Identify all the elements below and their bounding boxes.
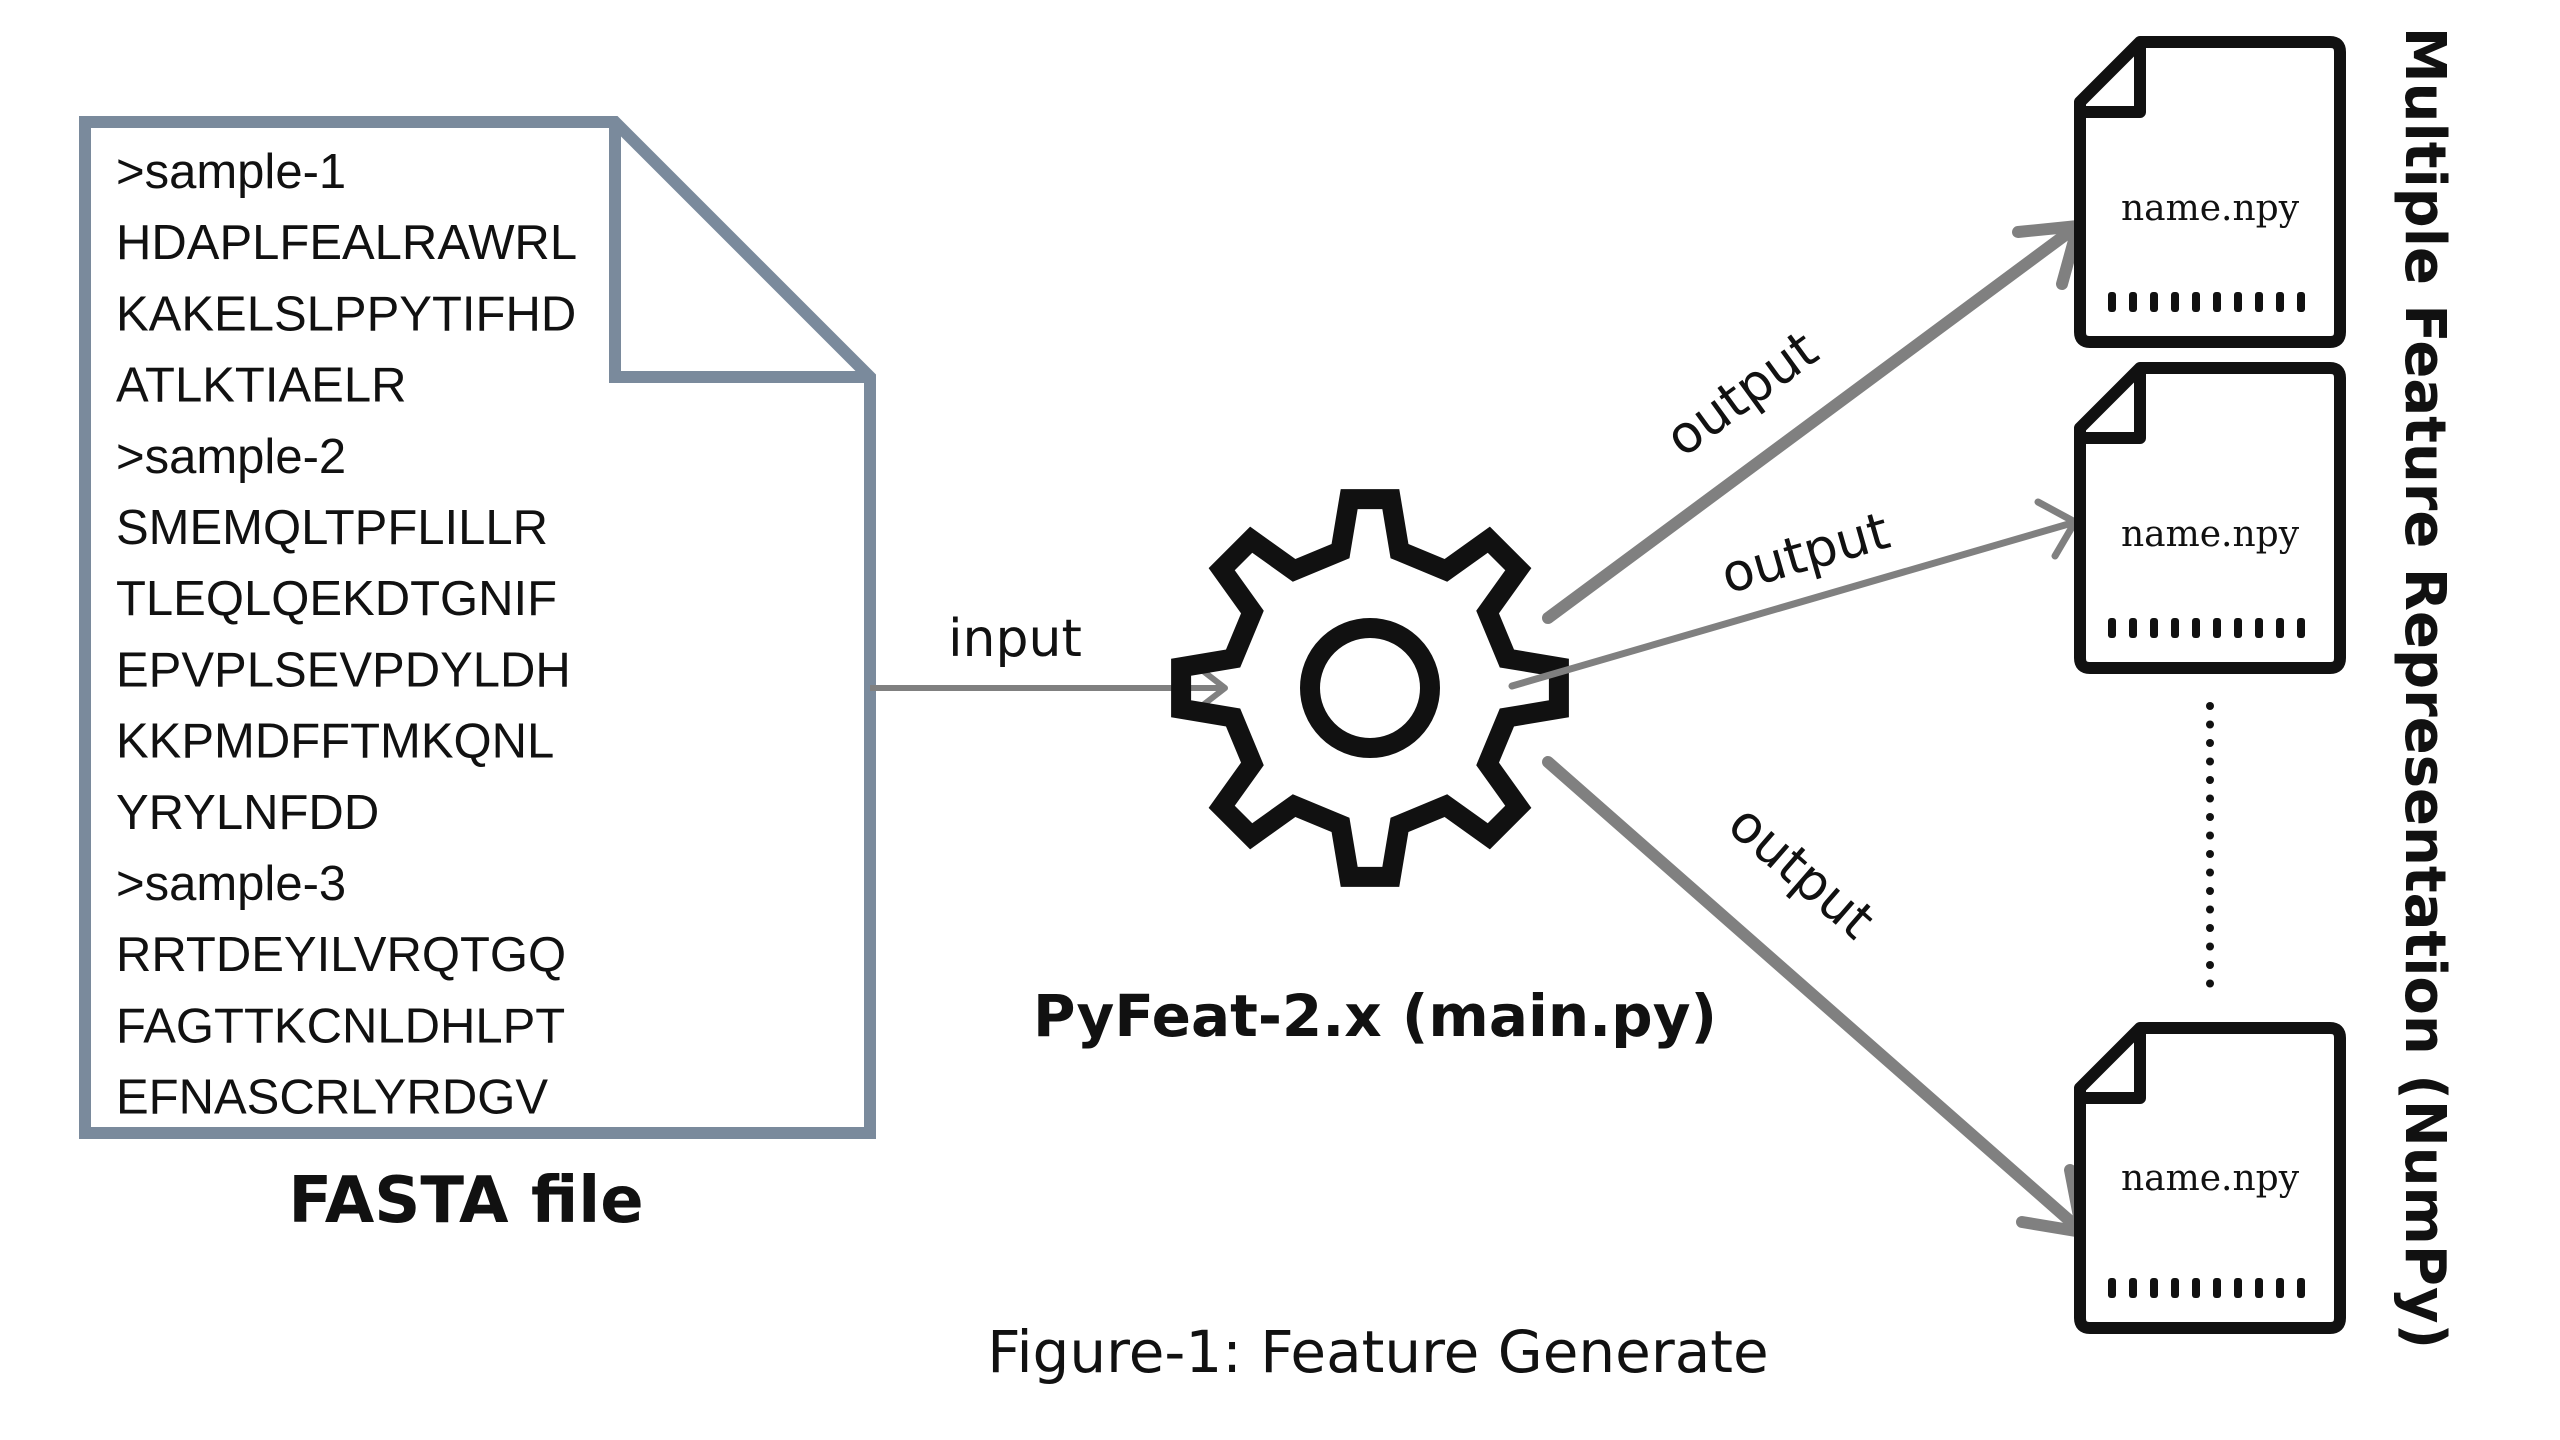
input-label: input <box>948 609 1082 669</box>
file-dot <box>2213 1278 2221 1298</box>
file-dot <box>2171 618 2179 638</box>
ellipsis-dot <box>2206 739 2214 747</box>
file-dot <box>2213 292 2221 312</box>
ellipsis-dot <box>2206 794 2214 803</box>
ellipsis-dot <box>2206 831 2214 840</box>
fasta-line: KAKELSLPPYTIFHD <box>116 287 576 341</box>
npy-file-name-3: name.npy <box>2121 1158 2300 1199</box>
file-dot <box>2192 1278 2200 1298</box>
ellipsis-dot <box>2206 905 2214 914</box>
file-dot <box>2255 1278 2263 1298</box>
ellipsis-dot <box>2206 813 2214 821</box>
file-dot <box>2108 292 2116 312</box>
file-dot <box>2276 1278 2284 1298</box>
file-dot <box>2150 292 2158 312</box>
npy-file-name-1: name.npy <box>2121 188 2300 229</box>
file-dot <box>2297 1278 2305 1298</box>
ellipsis-dot <box>2206 720 2214 729</box>
figure-caption: Figure-1: Feature Generate <box>987 1318 1768 1386</box>
npy-file-name-2: name.npy <box>2121 514 2300 555</box>
ellipsis-dot <box>2206 702 2214 710</box>
ellipsis-dot <box>2206 942 2214 951</box>
ellipsis-dot <box>2206 776 2214 784</box>
ellipsis-dot <box>2206 961 2214 969</box>
fasta-line: >sample-3 <box>116 857 346 911</box>
ellipsis-dot <box>2206 850 2214 858</box>
file-dot <box>2192 618 2200 638</box>
file-dot <box>2129 292 2137 312</box>
file-dot <box>2150 1278 2158 1298</box>
file-dot <box>2234 1278 2242 1298</box>
output-label-2: output <box>1715 501 1896 606</box>
file-dot <box>2108 1278 2116 1298</box>
gear-label: PyFeat-2.x (main.py) <box>1033 982 1717 1050</box>
fasta-line: TLEQLQEKDTGNIF <box>116 572 557 626</box>
side-title: Multiple Feature Representation (NumPy) <box>2392 27 2457 1349</box>
file-dot <box>2297 618 2305 638</box>
ellipsis-dot <box>2206 887 2214 895</box>
file-dot <box>2255 292 2263 312</box>
output-label-1: output <box>1655 320 1829 469</box>
fasta-line: EPVPLSEVPDYLDH <box>116 643 571 697</box>
file-dot <box>2276 618 2284 638</box>
file-dot <box>2192 292 2200 312</box>
npy-file-icon <box>2074 362 2346 674</box>
file-dot <box>2276 292 2284 312</box>
file-dot <box>2150 618 2158 638</box>
fasta-line: HDAPLFEALRAWRL <box>116 216 577 270</box>
file-dot <box>2234 292 2242 312</box>
fasta-title: FASTA file <box>288 1164 643 1238</box>
file-dot <box>2234 618 2242 638</box>
file-dot <box>2171 1278 2179 1298</box>
ellipsis-dot <box>2206 757 2214 766</box>
ellipsis-dot <box>2206 868 2214 877</box>
file-dot <box>2213 618 2221 638</box>
fasta-line: SMEMQLTPFLILLR <box>116 501 548 555</box>
file-dot <box>2108 618 2116 638</box>
ellipsis-dot <box>2206 979 2214 988</box>
fasta-line: EFNASCRLYRDGV <box>116 1071 548 1125</box>
file-dot <box>2171 292 2179 312</box>
fasta-line: KKPMDFFTMKQNL <box>116 715 554 769</box>
fasta-line: >sample-1 <box>116 145 346 199</box>
fasta-page-fold <box>609 122 870 383</box>
gear-icon <box>1171 489 1569 887</box>
fasta-line: RRTDEYILVRQTGQ <box>116 928 566 982</box>
fasta-line: ATLKTIAELR <box>116 359 406 413</box>
ellipsis-dot <box>2206 924 2214 932</box>
file-dot <box>2297 292 2305 312</box>
fasta-line: FAGTTKCNLDHLPT <box>116 999 565 1053</box>
file-dot <box>2255 618 2263 638</box>
ellipsis-dots <box>2206 702 2214 988</box>
fasta-line: YRYLNFDD <box>116 786 379 840</box>
file-dot <box>2129 1278 2137 1298</box>
npy-file-icon <box>2074 36 2346 348</box>
npy-file-icon <box>2074 1022 2346 1334</box>
file-dot <box>2129 618 2137 638</box>
fasta-line: >sample-2 <box>116 430 346 484</box>
